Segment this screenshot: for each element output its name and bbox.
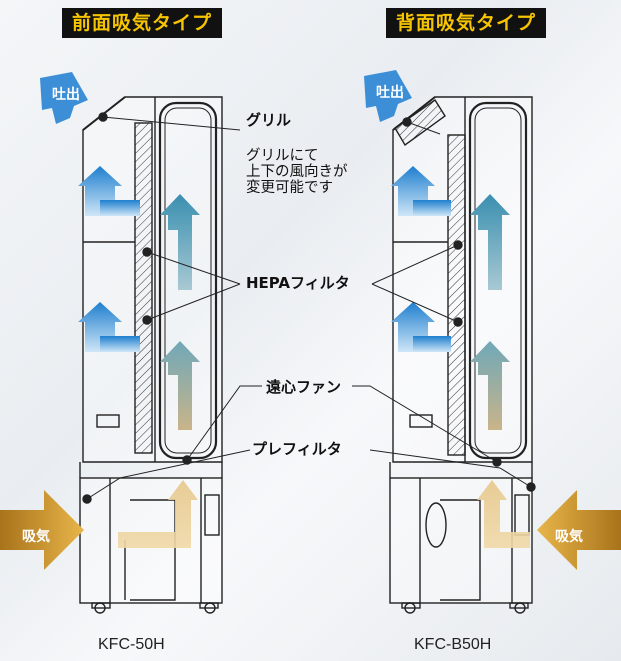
inlet-label-left: 吸気	[22, 529, 50, 545]
inlet-label-right: 吸気	[555, 529, 583, 545]
prefilter-callout: プレフィルタ	[252, 440, 342, 458]
grill-note: グリルにて 上下の風向きが 変更可能です	[246, 148, 348, 196]
right-airflow	[364, 70, 621, 570]
model-name-right: KFC-B50H	[414, 636, 492, 653]
back-intake-type-title: 背面吸気タイプ	[386, 8, 547, 38]
hepa-filter-callout: HEPAフィルタ	[246, 274, 350, 292]
leader-lines	[86, 116, 532, 500]
centrifugal-fan-callout: 遠心ファン	[266, 378, 342, 396]
left-unit	[79, 96, 223, 614]
grill-callout: グリル	[246, 111, 292, 129]
outlet-label-left: 吐出	[52, 87, 80, 103]
outlet-label-right: 吐出	[376, 85, 404, 101]
front-intake-type-title: 前面吸気タイプ	[62, 8, 223, 38]
left-airflow	[0, 72, 200, 570]
model-name-left: KFC-50H	[98, 636, 165, 653]
